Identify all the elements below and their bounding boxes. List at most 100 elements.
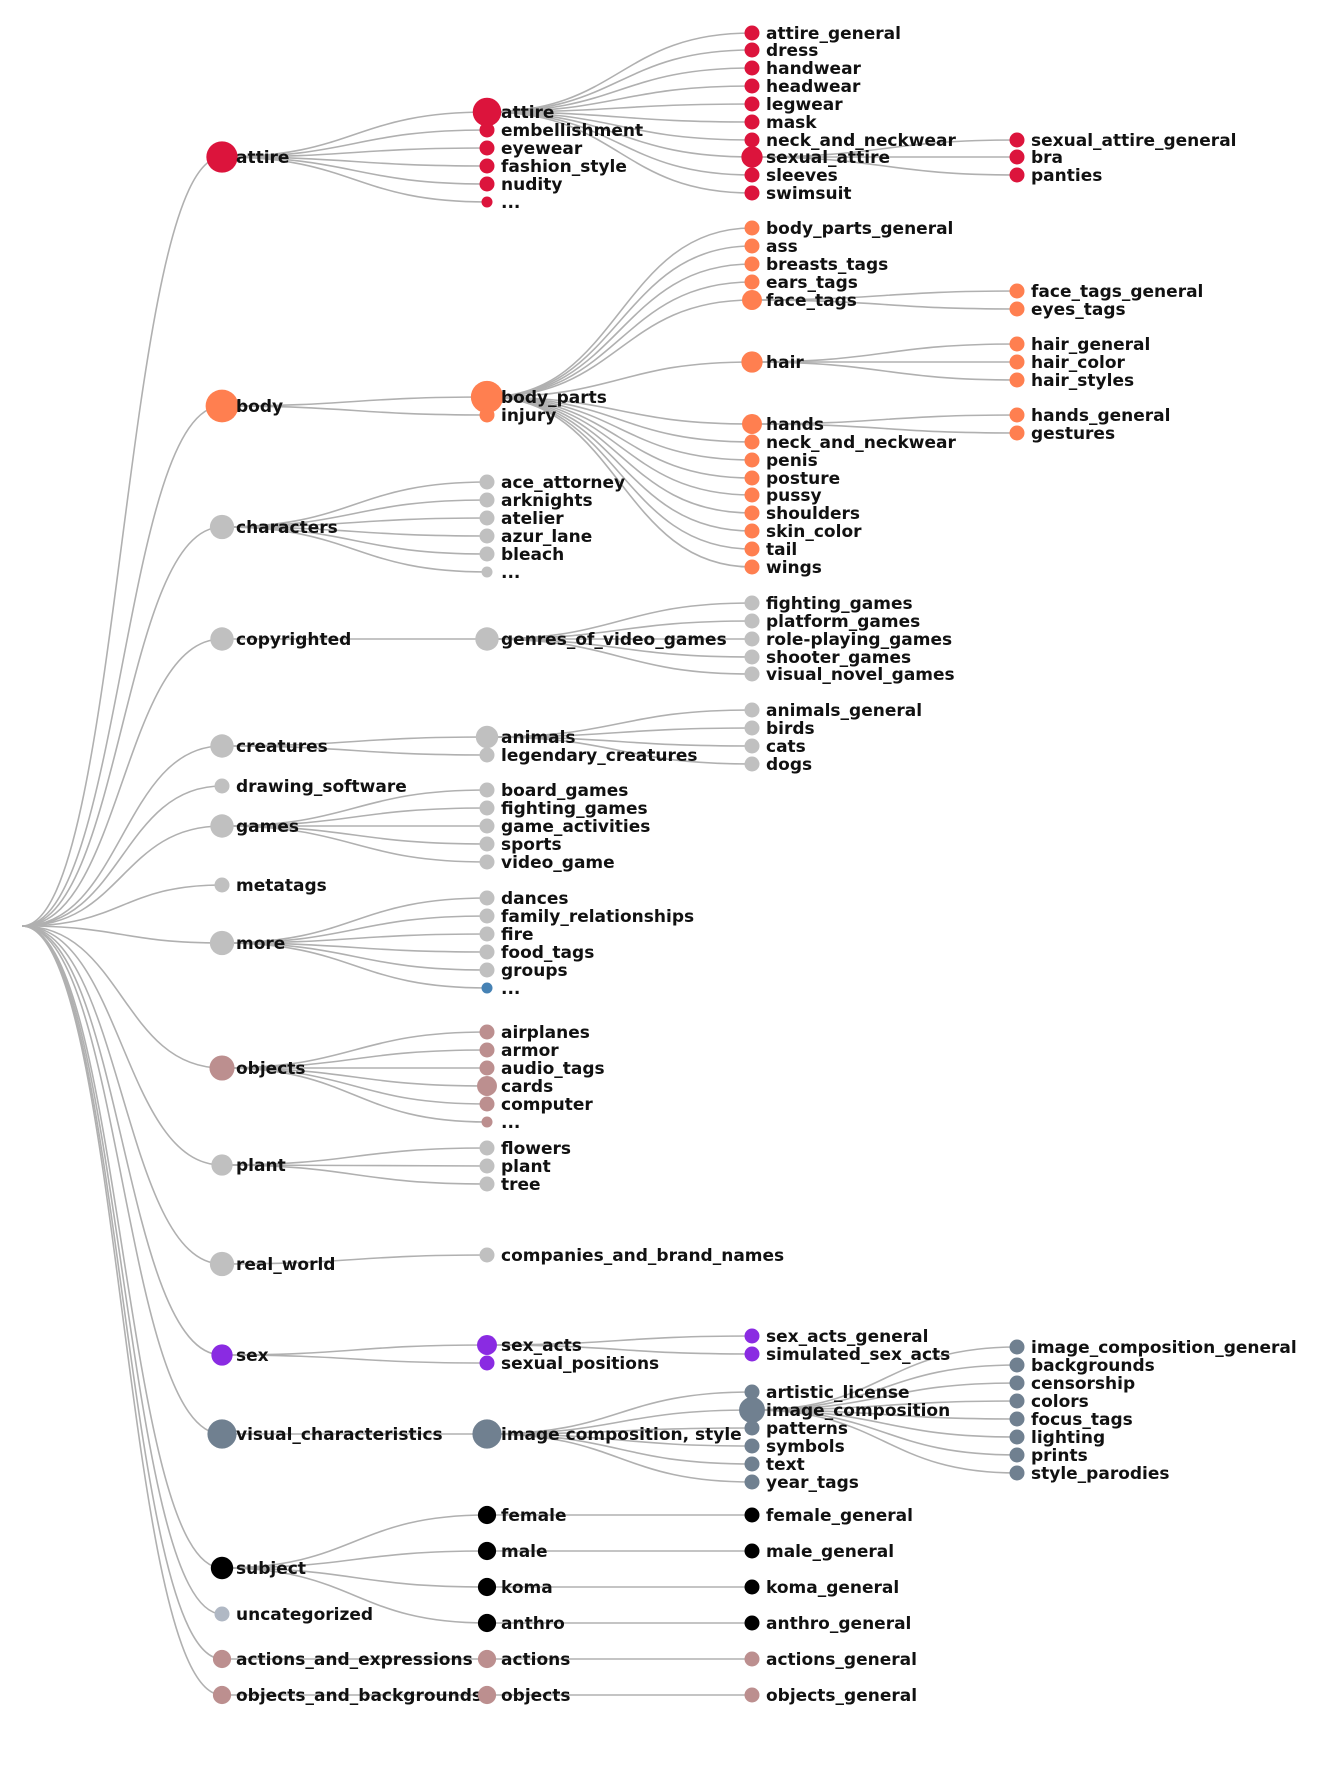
node-circle[interactable] (479, 1042, 495, 1058)
tree-node-swimsuit[interactable]: swimsuit (744, 184, 852, 204)
node-circle[interactable] (744, 1384, 760, 1400)
node-circle[interactable] (210, 814, 234, 838)
node-circle[interactable] (744, 470, 760, 486)
node-circle[interactable] (1009, 372, 1025, 388)
tree-node-image-composition[interactable]: image_composition (739, 1397, 950, 1423)
node-circle[interactable] (744, 256, 760, 272)
node-circle[interactable] (479, 1355, 495, 1371)
node-circle[interactable] (744, 1687, 760, 1703)
tree-node-embellishment[interactable]: embellishment (479, 121, 644, 141)
node-circle[interactable] (210, 734, 234, 758)
tree-node-wings[interactable]: wings (744, 558, 822, 578)
tree-node-azur-lane[interactable]: azur_lane (479, 527, 593, 547)
node-circle[interactable] (479, 474, 495, 490)
tree-node-koma[interactable]: koma (477, 1577, 553, 1598)
tree-node-pussy[interactable]: pussy (744, 486, 822, 506)
tree-node-arknights[interactable]: arknights (479, 491, 593, 511)
node-circle[interactable] (479, 1247, 495, 1263)
tree-node-handwear[interactable]: handwear (744, 59, 862, 79)
node-circle[interactable] (744, 595, 760, 611)
node-circle[interactable] (205, 389, 239, 423)
node-circle[interactable] (744, 1420, 760, 1436)
tree-node-ass[interactable]: ass (744, 237, 798, 257)
tree-node-groups[interactable]: groups (479, 961, 568, 981)
tree-node-metatags[interactable]: metatags (214, 876, 327, 896)
node-circle[interactable] (479, 1024, 495, 1040)
node-circle[interactable] (211, 1154, 233, 1176)
node-circle[interactable] (479, 944, 495, 960)
node-circle[interactable] (741, 146, 763, 168)
node-circle[interactable] (744, 167, 760, 183)
tree-node-nudity[interactable]: nudity (479, 175, 563, 195)
tree-node-more[interactable]: more (209, 930, 285, 956)
node-circle[interactable] (742, 414, 762, 434)
node-circle[interactable] (477, 1076, 497, 1096)
node-circle[interactable] (481, 566, 493, 578)
node-circle[interactable] (479, 122, 495, 138)
node-circle[interactable] (479, 510, 495, 526)
node-circle[interactable] (744, 505, 760, 521)
node-circle[interactable] (479, 962, 495, 978)
node-circle[interactable] (1009, 149, 1025, 165)
node-circle[interactable] (479, 546, 495, 562)
tree-node-patterns[interactable]: patterns (744, 1419, 849, 1439)
node-circle[interactable] (211, 1344, 233, 1366)
tree-node-lighting[interactable]: lighting (1009, 1428, 1106, 1448)
tree-node-armor[interactable]: armor (479, 1041, 560, 1061)
node-circle[interactable] (744, 541, 760, 557)
node-circle[interactable] (744, 523, 760, 539)
node-circle[interactable] (1009, 1357, 1025, 1373)
tree-node-actions[interactable]: actions (477, 1649, 571, 1670)
node-circle[interactable] (479, 1158, 495, 1174)
tree-node-male-general[interactable]: male_general (744, 1542, 895, 1562)
node-circle[interactable] (477, 1613, 497, 1633)
tree-node-image-composition-general[interactable]: image_composition_general (1009, 1338, 1297, 1358)
node-circle[interactable] (1009, 1375, 1025, 1391)
tree-node-audio-tags[interactable]: audio_tags (479, 1059, 605, 1079)
node-circle[interactable] (744, 132, 760, 148)
tree-node-genres-of-video-games[interactable]: genres_of_video_games (475, 627, 727, 651)
tree-node-characters[interactable]: characters (209, 514, 338, 540)
tree-node-hair-general[interactable]: hair_general (1009, 335, 1151, 355)
tree-node-legwear[interactable]: legwear (744, 95, 844, 115)
node-circle[interactable] (744, 114, 760, 130)
node-circle[interactable] (479, 782, 495, 798)
tree-node-animals-general[interactable]: animals_general (744, 701, 923, 721)
tree-node-hands[interactable]: hands (742, 414, 824, 435)
tree-node-koma-general[interactable]: koma_general (744, 1578, 900, 1598)
node-circle[interactable] (744, 559, 760, 575)
node-circle[interactable] (1009, 336, 1025, 352)
tree-node-injury[interactable]: injury (479, 406, 557, 426)
tree-node-text[interactable]: text (744, 1455, 805, 1475)
tree-node-breasts-tags[interactable]: breasts_tags (744, 255, 889, 275)
tree-node-objects[interactable]: objects (209, 1055, 306, 1081)
node-circle[interactable] (744, 25, 760, 41)
tree-node-games[interactable]: games (210, 814, 299, 838)
tree-node-sex-acts-general[interactable]: sex_acts_general (744, 1327, 929, 1347)
node-circle[interactable] (744, 702, 760, 718)
tree-node-skin-color[interactable]: skin_color (744, 522, 863, 542)
node-circle[interactable] (209, 1251, 235, 1277)
node-circle[interactable] (744, 42, 760, 58)
tree-node-colors[interactable]: colors (1009, 1392, 1089, 1412)
node-circle[interactable] (214, 1606, 230, 1622)
tree-node-shooter-games[interactable]: shooter_games (744, 648, 912, 668)
tree-node-role-playing-games[interactable]: role-playing_games (744, 630, 953, 650)
node-circle[interactable] (1009, 1465, 1025, 1481)
node-circle[interactable] (209, 514, 235, 540)
node-circle[interactable] (207, 1419, 237, 1449)
tree-node-flowers[interactable]: flowers (479, 1139, 572, 1159)
node-circle[interactable] (744, 1615, 760, 1631)
node-circle[interactable] (744, 60, 760, 76)
tree-node-plant[interactable]: plant (211, 1154, 286, 1176)
tree-node-subject[interactable]: subject (210, 1556, 306, 1580)
node-circle[interactable] (1009, 425, 1025, 441)
tree-node-artistic-license[interactable]: artistic_license (744, 1383, 910, 1403)
tree-node-real-world[interactable]: real_world (209, 1251, 336, 1277)
tree-node-ace-attorney[interactable]: ace_attorney (479, 473, 626, 493)
node-circle[interactable] (744, 1438, 760, 1454)
node-circle[interactable] (744, 1456, 760, 1472)
node-circle[interactable] (477, 1577, 497, 1597)
tree-node-hair-styles[interactable]: hair_styles (1009, 371, 1135, 391)
node-circle[interactable] (744, 1543, 760, 1559)
